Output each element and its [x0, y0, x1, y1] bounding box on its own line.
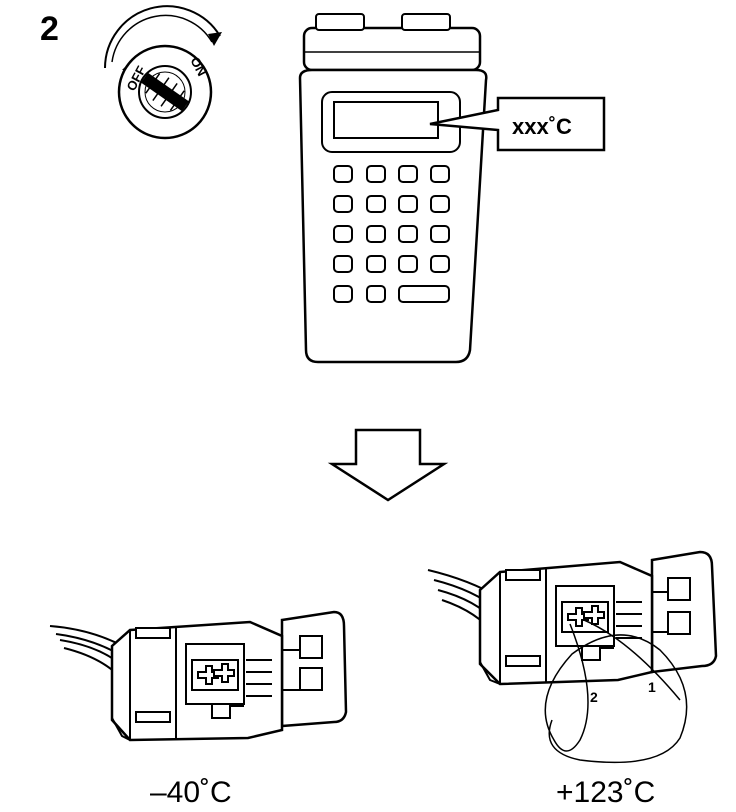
hand-held-tester: xxx˚C: [298, 13, 606, 364]
jumper-wire: [544, 623, 688, 764]
display-readout: xxx˚C: [512, 114, 572, 139]
left-caption: –40˚C: [150, 776, 232, 809]
connector-left: [49, 610, 348, 742]
connector-right: [427, 550, 718, 686]
terminal-1-label: 1: [648, 679, 656, 695]
keypad: [333, 165, 450, 303]
right-caption: +123˚C: [556, 776, 655, 809]
step-number: 2: [40, 10, 59, 48]
key-slot-icon: [141, 72, 189, 112]
tester-display: [333, 101, 439, 139]
down-arrow-icon: [327, 428, 449, 502]
ignition-switch: OFF ON: [104, 5, 222, 140]
arrow-head-icon: [208, 32, 222, 46]
terminal-2-label: 2: [590, 689, 598, 705]
